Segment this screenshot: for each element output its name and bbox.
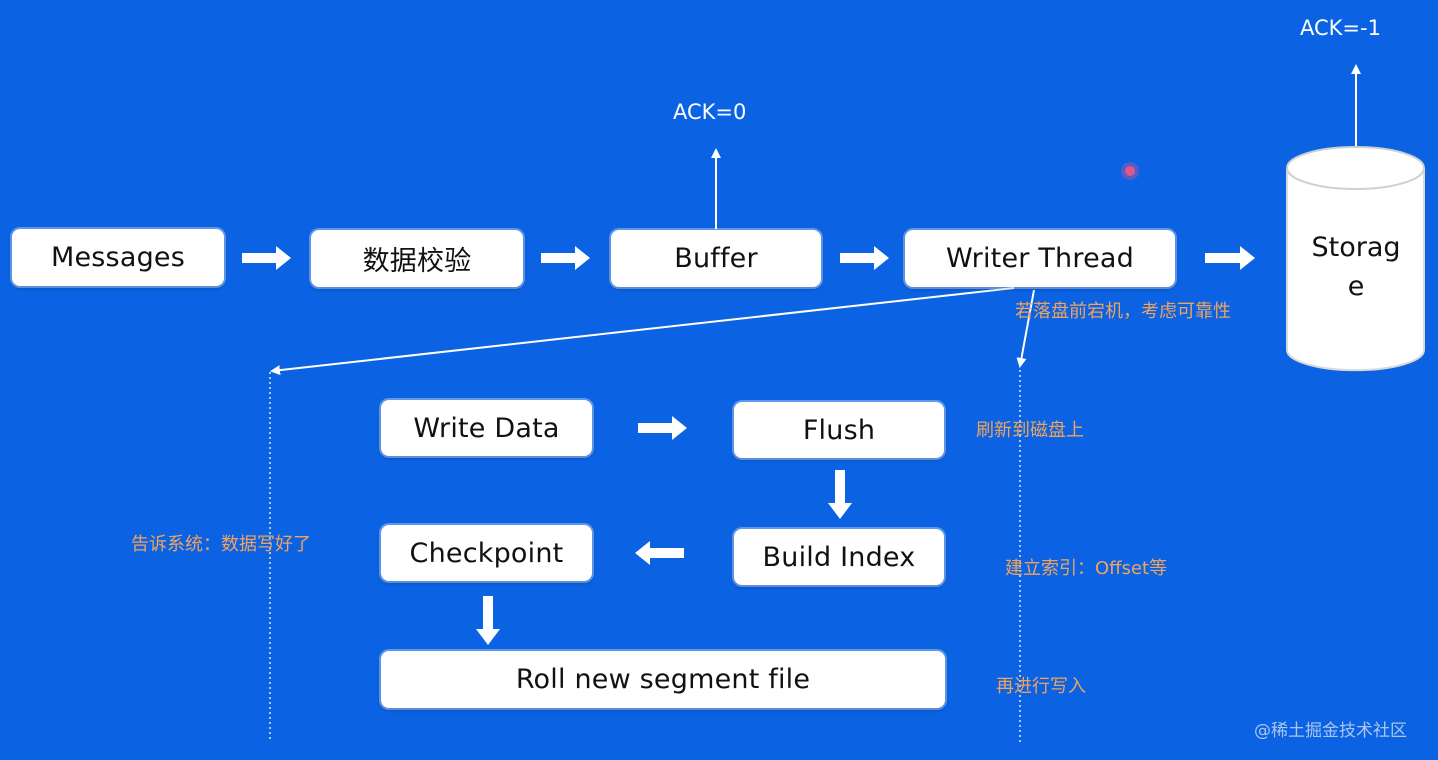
roll-segment-label: Roll new segment file [515, 664, 811, 695]
arrow-buffer-writer [840, 246, 889, 270]
storage-label-line1: Storag [1311, 232, 1401, 263]
storage-label-line2: e [1347, 271, 1365, 302]
flush-label: Flush [802, 414, 876, 446]
validation-box: 数据校验 [311, 230, 523, 287]
buffer-label: Buffer [674, 243, 758, 274]
left-diagonal-arrow [270, 287, 1015, 376]
buffer-box: Buffer [611, 230, 821, 287]
right-diagonal-arrow [1016, 289, 1035, 368]
messages-label: Messages [50, 242, 185, 273]
cursor-dot [1125, 166, 1135, 176]
arrow-writedata-flush [638, 416, 687, 440]
flush-note: 刷新到磁盘上 [976, 420, 1084, 441]
writer-thread-label: Writer Thread [946, 243, 1134, 274]
build-index-box: Build Index [734, 529, 944, 585]
arrow-messages-validation [242, 246, 291, 270]
write-data-box: Write Data [381, 400, 592, 456]
arrow-flush-buildindex [828, 470, 852, 519]
storage-label: Storag e [1290, 228, 1422, 306]
index-note: 建立索引：Offset等 [1005, 558, 1168, 579]
arrow-validation-buffer [541, 246, 590, 270]
arrow-buildindex-checkpoint [635, 541, 684, 565]
build-index-label: Build Index [762, 541, 916, 573]
rewrite-note: 再进行写入 [996, 676, 1086, 697]
storage-cylinder [1286, 146, 1425, 372]
write-data-label: Write Data [413, 412, 560, 444]
checkpoint-box: Checkpoint [381, 525, 592, 581]
roll-segment-box: Roll new segment file [381, 651, 945, 708]
watermark: @稀土掘金技术社区 [1254, 721, 1407, 741]
flush-box: Flush [734, 402, 944, 458]
block-arrows [242, 246, 1255, 645]
arrow-writer-storage [1205, 246, 1255, 270]
tell-note: 告诉系统：数据写好了 [131, 534, 311, 555]
validation-label: 数据校验 [362, 246, 472, 277]
writer-thread-box: Writer Thread [905, 230, 1175, 287]
ack-minus1-label: ACK=-1 [1300, 16, 1381, 40]
arrow-checkpoint-roll [476, 596, 500, 645]
messages-box: Messages [12, 229, 224, 286]
crash-note: 若落盘前宕机，考虑可靠性 [1015, 301, 1231, 322]
checkpoint-label: Checkpoint [409, 537, 564, 569]
ack-0-label: ACK=0 [673, 100, 747, 124]
